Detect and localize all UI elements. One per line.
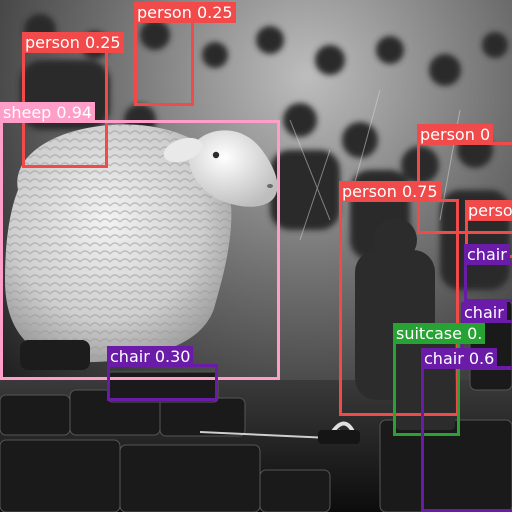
detection-label: person 0.25 [134, 2, 236, 23]
detection-box-person: person 0.25 [134, 2, 236, 106]
detection-label: suitcase 0. [393, 323, 486, 344]
detection-box-person: person 0.75 [339, 181, 459, 416]
detection-label: chair [461, 302, 507, 323]
detection-label: chair 0.6 [421, 348, 498, 369]
detection-label: person 0.75 [339, 181, 441, 202]
detection-label: sheep 0.94 [0, 102, 96, 123]
detection-label: chair [464, 244, 510, 265]
detection-label: person 0.25 [22, 32, 124, 53]
detection-box-chair: chair 0.30 [107, 346, 218, 401]
detection-box-person: person 0.25 [22, 32, 124, 168]
detection-box-sheep: sheep 0.94 [0, 102, 280, 380]
detection-label: person 0 [417, 124, 494, 145]
detection-box-chair: chair [464, 244, 512, 302]
detection-box-person: perso [465, 200, 512, 258]
detection-label: perso [465, 200, 512, 221]
detection-box-suitcase: suitcase 0. [393, 323, 486, 436]
detection-label: chair 0.30 [107, 346, 194, 367]
detection-box-chair: chair 0.6 [421, 348, 512, 512]
